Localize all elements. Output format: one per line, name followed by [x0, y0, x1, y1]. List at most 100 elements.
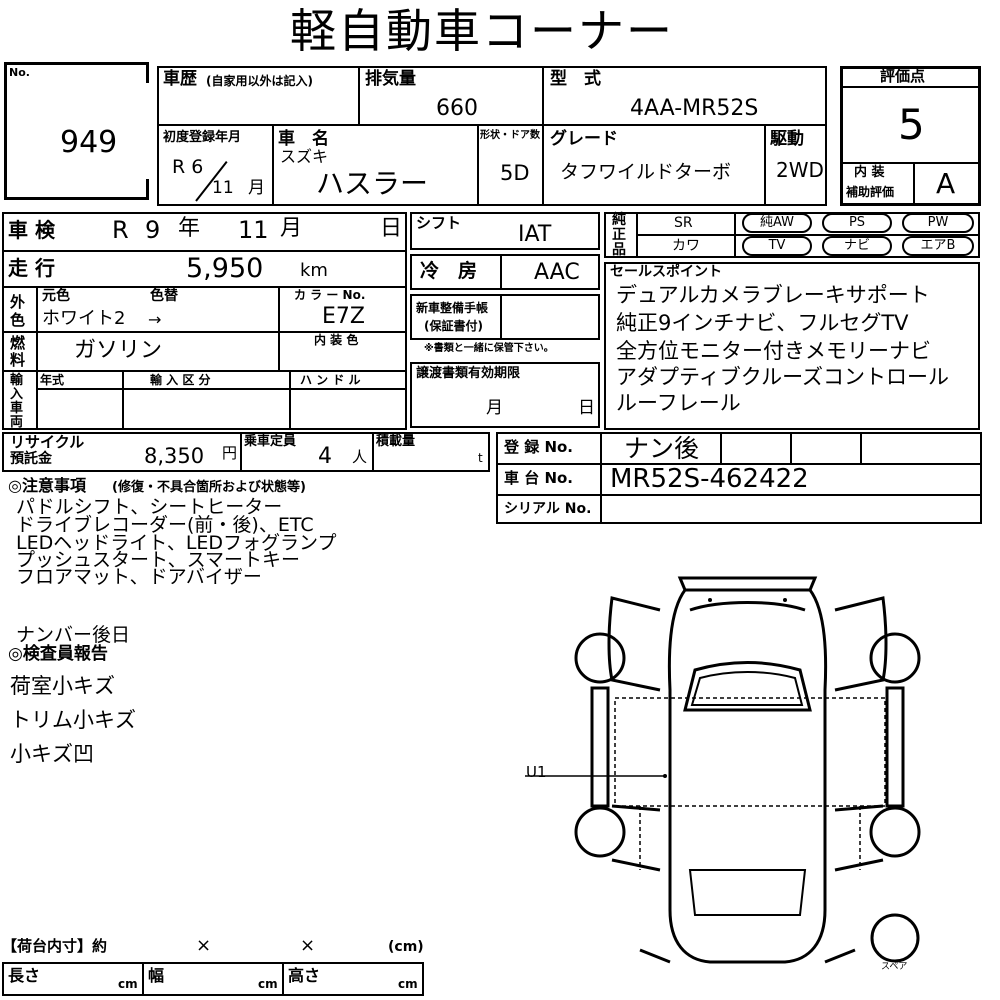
transfer-month-unit: 月: [486, 398, 503, 418]
inspection-era: R: [112, 216, 129, 244]
interior-score-value: A: [936, 167, 956, 200]
car-maker: スズキ: [280, 147, 329, 166]
inspection-day-unit: 日: [380, 216, 403, 241]
displacement-value: 660: [436, 96, 478, 121]
note-plate: ナンバー後日: [16, 624, 131, 646]
recycle-unit: 円: [222, 444, 238, 462]
drive-value: 2WD: [776, 158, 824, 182]
exterior-color-label: 外色: [10, 293, 26, 329]
color-arrow: →: [148, 310, 162, 329]
selling-point-1: デュアルカメラブレーキサポート: [616, 283, 930, 307]
recycle-label: リサイクル: [10, 433, 85, 451]
aircon-value: AAC: [534, 260, 580, 285]
import-class-label: 輸 入 区 分: [150, 373, 211, 387]
capacity-unit: 人: [352, 448, 368, 466]
cargo-height-label: 高さ: [288, 966, 321, 985]
cargo-table: [2, 962, 424, 996]
import-year-label: 年式: [40, 373, 65, 387]
inspector-line-2: トリム小キズ: [10, 708, 136, 732]
warranty-sublabel: (保証書付): [424, 319, 483, 333]
orig-color-label: 元色: [42, 288, 70, 304]
shift-box: [410, 212, 600, 250]
option-sr: SR: [674, 215, 693, 231]
damage-mark-u1: U1: [526, 763, 547, 781]
note-line-4: プッシュスタート、スマートキー: [16, 549, 301, 571]
shift-label: シフト: [416, 214, 462, 232]
spec-table: [2, 212, 407, 430]
history-sublabel: (自家用以外は記入): [206, 74, 313, 88]
score-label: 評価点: [880, 67, 926, 85]
model-type-label: 型 式: [550, 69, 601, 89]
chassis-label: 車 台 No.: [504, 469, 574, 487]
recycle-sublabel: 預託金: [10, 451, 52, 467]
color-value: ホワイト2: [42, 308, 126, 329]
selling-points-label: セールスポイント: [610, 264, 722, 280]
transfer-label: 譲渡書類有効期限: [416, 366, 521, 381]
fuel-value: ガソリン: [74, 338, 163, 363]
cargo-x2: ×: [300, 935, 316, 956]
note-line-5: フロアマット、ドアバイザー: [16, 566, 262, 588]
inspection-month: 11: [238, 216, 269, 244]
note-line-2: ドライブレコーダー(前・後)、ETC: [16, 514, 314, 536]
option-aw: 純AW: [742, 213, 812, 233]
capacity-value: 4: [318, 444, 332, 469]
selling-point-4: アダプティブクルーズコントロール: [616, 365, 950, 389]
car-name-label: 車 名: [278, 129, 329, 149]
option-leather: カワ: [672, 238, 700, 254]
cargo-length-unit: cm: [118, 977, 138, 991]
option-ps: PS: [822, 213, 892, 233]
option-navi: ナビ: [822, 236, 892, 256]
inspector-line-1: 荷室小キズ: [10, 674, 115, 698]
score-box: [840, 66, 981, 206]
grade-label: グレード: [550, 129, 618, 149]
first-reg-label: 初度登録年月: [163, 130, 242, 145]
car-name: ハスラー: [316, 167, 429, 200]
options-label: 純正品: [612, 212, 626, 258]
lot-number: 949: [60, 125, 118, 160]
first-reg-month: 11: [212, 178, 234, 198]
cargo-x1: ×: [196, 935, 212, 956]
aircon-box: [410, 254, 600, 290]
lot-box: [4, 62, 149, 200]
inspection-month-unit: 月: [280, 216, 303, 241]
cargo-height-unit: cm: [398, 977, 418, 991]
note-line-3: LEDヘッドライト、LEDフォグランプ: [16, 532, 337, 554]
recycle-value: 8,350: [144, 444, 205, 468]
selling-point-3: 全方位モニター付きメモリーナビ: [616, 339, 931, 363]
selling-points-box: [604, 262, 980, 430]
load-unit: t: [478, 451, 483, 465]
option-tv: TV: [742, 236, 812, 256]
registration-label: 登 録 No.: [504, 438, 574, 456]
option-pw: PW: [902, 213, 974, 233]
fuel-label: 燃料: [10, 334, 26, 369]
serial-label: シリアル No.: [504, 501, 592, 517]
recycle-box: [2, 432, 490, 472]
mileage-unit: km: [300, 260, 328, 281]
inspector-label: ◎検査員報告: [8, 644, 108, 664]
transfer-box: [410, 362, 600, 428]
selling-point-2: 純正9インチナビ、フルセグTV: [616, 311, 909, 335]
lot-label: No.: [9, 66, 30, 79]
displacement-label: 排気量: [365, 69, 416, 89]
shift-value: IAT: [518, 222, 552, 247]
first-reg-month-unit: 月: [248, 178, 265, 198]
cargo-length-label: 長さ: [8, 966, 41, 985]
color-code: E7Z: [322, 304, 365, 329]
grade-value: タフワイルドターボ: [560, 161, 732, 183]
capacity-label: 乗車定員: [244, 434, 297, 449]
note-line-1: パドルシフト、シートヒーター: [16, 496, 283, 518]
doors-value: 5D: [500, 161, 530, 185]
model-type-value: 4AA-MR52S: [630, 96, 759, 121]
warranty-note: ※書類と一緒に保管下さい。: [424, 343, 554, 354]
first-reg-era: R 6: [172, 156, 204, 178]
import-label: 輸入車両: [10, 373, 24, 430]
registration-box: [496, 432, 982, 524]
spare-label: スペア: [881, 962, 908, 972]
cargo-width-unit: cm: [258, 977, 278, 991]
mileage-label: 走 行: [8, 256, 55, 280]
option-ac-bag: エアB: [902, 236, 974, 256]
notes-sublabel: (修復・不具合箇所および状態等): [112, 480, 306, 495]
page-title: 軽自動車コーナー: [290, 4, 674, 58]
inspection-label: 車 検: [8, 218, 55, 242]
registration-value: ナン後: [624, 434, 700, 463]
